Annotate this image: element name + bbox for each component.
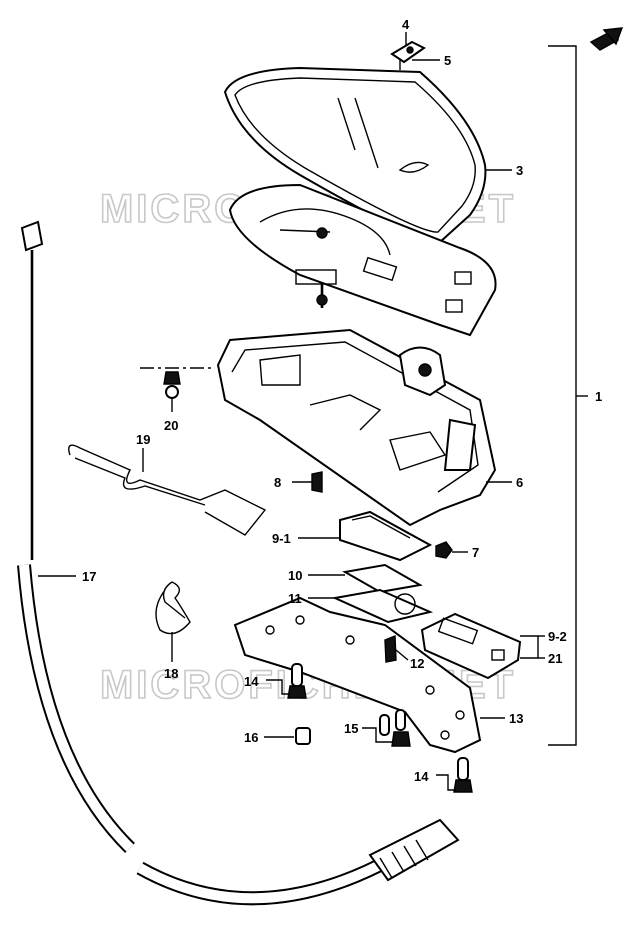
callout-15: 15	[344, 721, 358, 736]
callout-20: 20	[164, 418, 178, 433]
callout-18: 18	[164, 666, 178, 681]
part-bracket-4	[390, 32, 440, 70]
screw-8	[292, 471, 323, 493]
callout-9-2: 9-2	[548, 629, 567, 644]
callout-8: 8	[274, 475, 281, 490]
assembly-bracket	[548, 45, 588, 746]
callout-3: 3	[516, 163, 523, 178]
screw-20	[140, 367, 215, 412]
callout-5: 5	[444, 53, 451, 68]
grommet-16	[264, 727, 311, 745]
callout-4: 4	[402, 17, 410, 32]
meter-case	[216, 328, 512, 527]
callout-14-left: 14	[244, 674, 259, 689]
front-arrow-icon	[589, 27, 624, 51]
callout-1: 1	[595, 389, 602, 404]
callout-7: 7	[472, 545, 479, 560]
callout-6: 6	[516, 475, 523, 490]
callout-9-1: 9-1	[272, 531, 291, 546]
circuit-board-13	[233, 596, 505, 754]
lcd-unit-9-1	[298, 510, 433, 562]
clip-18	[155, 581, 191, 662]
wire-spring-19	[68, 444, 267, 536]
gasket-10	[308, 563, 423, 594]
callout-16: 16	[244, 730, 258, 745]
bulb-14-left	[266, 663, 307, 699]
bulb-15	[362, 709, 411, 747]
callout-12: 12	[410, 656, 424, 671]
meter-cover-lens	[223, 66, 512, 244]
bulb-socket-12	[384, 634, 409, 663]
callout-14-right: 14	[414, 769, 429, 784]
meter-face-panel	[228, 183, 497, 337]
callout-10: 10	[288, 568, 302, 583]
callout-11: 11	[288, 591, 302, 606]
callout-21: 21	[548, 651, 562, 666]
nut-7	[435, 541, 468, 559]
callout-17: 17	[82, 569, 96, 584]
lcd-module-9-2	[420, 612, 545, 680]
callout-13: 13	[509, 711, 523, 726]
bulb-14-right	[436, 757, 473, 793]
gasket-11	[308, 588, 434, 624]
speedometer-cable-17	[17, 220, 460, 906]
callout-19: 19	[136, 432, 150, 447]
